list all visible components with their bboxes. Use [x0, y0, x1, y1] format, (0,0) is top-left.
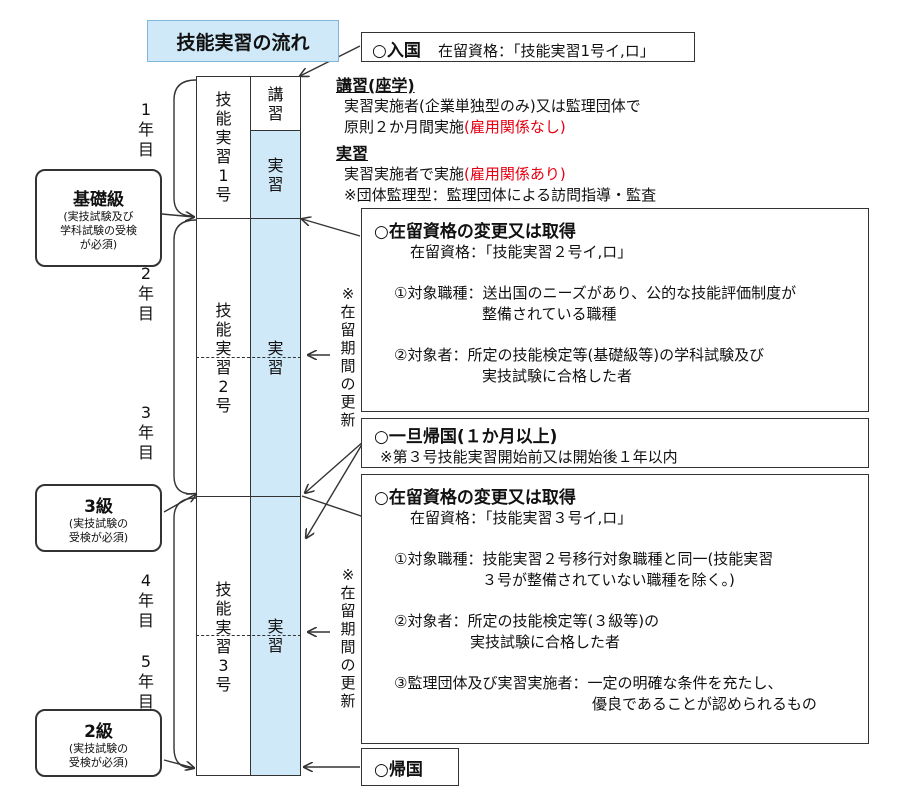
exam-grade2-title: 2級: [84, 721, 113, 742]
change2-item2-line1: ②対象者：所定の技能検定等(基礎級等)の学科試験及び: [394, 346, 765, 364]
stage-divider-1: [196, 218, 301, 219]
arrow-change2: [302, 219, 361, 237]
lecture-line-2: 原則２か月間実施(雇用関係なし): [344, 118, 566, 136]
exam-basic-note-3: が必須): [79, 237, 118, 251]
entry-status: 在留資格：「技能実習1号イ,ロ」: [437, 42, 655, 60]
change2-title: ○在留資格の変更又は取得: [374, 222, 576, 242]
change3-item3-line1: ③監理団体及び実習実施者：一定の明確な条件を充たし、: [394, 674, 783, 692]
exam-grade2-note-2: 受検が必須): [68, 755, 129, 769]
lecture-info: 講習(座学) 実習実施者(企業単独型のみ)又は監理団体で 原則２か月間実施(雇用…: [336, 72, 656, 206]
practice-line-2: ※団体監理型：監理団体による訪問指導・監査: [344, 186, 657, 204]
temporary-return-box: ○一旦帰国(１か月以上) ※第３号技能実習開始前又は開始後１年以内: [361, 418, 869, 468]
change3-item1-line1: ①対象職種：技能実習２号移行対象職種と同一(技能実習: [394, 550, 774, 568]
status-change-box-3: ○在留資格の変更又は取得 在留資格：「技能実習３号イ,ロ」 ①対象職種：技能実習…: [361, 474, 869, 744]
diagram-title: 技能実習の流れ: [147, 20, 339, 62]
entry-box: ○入国 在留資格：「技能実習1号イ,ロ」: [361, 32, 695, 62]
exam-grade2-note-1: (実技試験の: [68, 741, 129, 755]
exam-basic-level: 基礎級 (実技試験及び 学科試験の受検 が必須): [35, 169, 162, 267]
status-change-box-2: ○在留資格の変更又は取得 在留資格：「技能実習２号イ,ロ」 ①対象職種：送出国の…: [361, 208, 869, 412]
change2-item1-line1: ①対象職種：送出国のニーズがあり、公的な技能評価制度が: [394, 284, 797, 302]
change3-item2-line1: ②対象者：所定の技能検定等(３級等)の: [394, 612, 660, 630]
temporary-return-note: ※第３号技能実習開始前又は開始後１年以内: [380, 448, 678, 466]
arrow-2kyu: [163, 759, 194, 768]
final-return-box: ○帰国: [361, 748, 459, 786]
lecture-block: 講習: [250, 76, 301, 131]
final-return-title: ○帰国: [374, 760, 423, 780]
lecture-heading: 講習(座学): [336, 76, 415, 95]
bracket-year1: [173, 79, 197, 217]
exam-grade3-title: 3級: [84, 496, 113, 517]
change2-status: 在留資格：「技能実習２号イ,ロ」: [410, 243, 633, 261]
exam-grade3: 3級 (実技試験の 受検が必須): [35, 484, 162, 552]
bracket-year4-5: [173, 497, 197, 769]
change3-status: 在留資格：「技能実習３号イ,ロ」: [410, 509, 633, 527]
exam-basic-note-2: 学科試験の受検: [60, 223, 137, 237]
temporary-return-title: ○一旦帰国(１か月以上): [374, 427, 558, 447]
stage-divider-2: [196, 496, 301, 497]
change2-item2-line2: 実技試験に合格した者: [482, 367, 633, 385]
practice-block-1: 実習: [250, 130, 301, 219]
arrow-return-b: [306, 440, 365, 538]
arrow-change3-link: [301, 495, 365, 518]
change3-title: ○在留資格の変更又は取得: [374, 488, 576, 508]
change3-item1-line2: ３号が整備されていない職種を除く。): [482, 571, 735, 589]
entry-title: ○入国: [372, 41, 421, 61]
change2-item1-line2: 整備されている職種: [482, 305, 617, 323]
year-separator-4-5: [196, 635, 301, 636]
renewal-note-stage2: ※在留期間の更新: [340, 285, 356, 429]
exam-grade3-note-2: 受検が必須): [68, 530, 129, 544]
exam-basic-note-1: (実技試験及び: [63, 209, 134, 223]
year-separator-2-3: [196, 357, 301, 358]
practice-heading: 実習: [336, 144, 369, 163]
exam-grade3-note-1: (実技試験の: [68, 516, 129, 530]
exam-basic-title: 基礎級: [73, 189, 124, 210]
bracket-year2-3: [173, 219, 197, 495]
arrow-kiso: [161, 214, 194, 217]
change3-item2-line2: 実技試験に合格した者: [470, 633, 621, 651]
arrow-3kyu: [163, 494, 196, 513]
practice-line-1: 実習実施者で実施(雇用関係あり): [344, 165, 566, 183]
practice-block-3: 実習: [250, 496, 301, 776]
change3-item3-line2: 優良であることが認められるもの: [592, 695, 817, 713]
renewal-note-stage3: ※在留期間の更新: [340, 566, 356, 710]
lecture-line-1: 実習実施者(企業単独型のみ)又は監理団体で: [344, 97, 641, 115]
exam-grade2: 2級 (実技試験の 受検が必須): [35, 709, 162, 777]
arrow-return-a: [305, 440, 365, 493]
